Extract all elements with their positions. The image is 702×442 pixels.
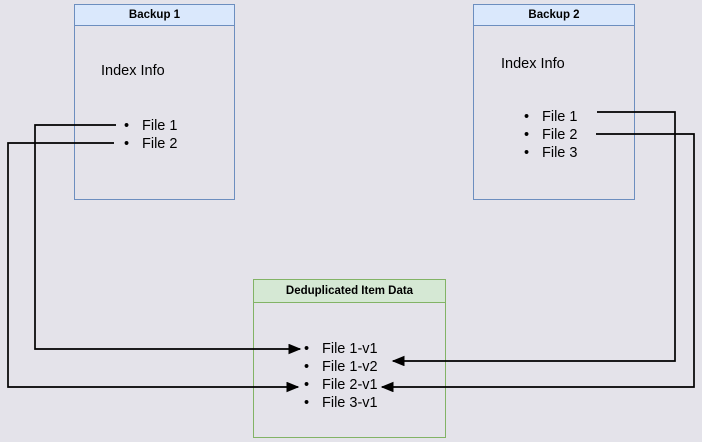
dedup-file-item: File 1-v1 bbox=[304, 340, 378, 358]
backup2-file-item: File 1 bbox=[524, 108, 577, 126]
backup1-title: Backup 1 bbox=[75, 5, 234, 26]
dedup-title: Deduplicated Item Data bbox=[254, 280, 445, 303]
backup1-file-list: File 1 File 2 bbox=[124, 117, 177, 153]
dedup-file-item: File 1-v2 bbox=[304, 358, 378, 376]
backup1-file-item: File 2 bbox=[124, 135, 177, 153]
backup2-file-list: File 1 File 2 File 3 bbox=[524, 108, 577, 162]
backup1-index-info-label: Index Info bbox=[101, 63, 165, 79]
dedup-file-item: File 3-v1 bbox=[304, 394, 378, 412]
backup1-file-item: File 1 bbox=[124, 117, 177, 135]
dedup-box: Deduplicated Item Data File 1-v1 File 1-… bbox=[253, 279, 446, 438]
backup2-title: Backup 2 bbox=[474, 5, 634, 26]
backup2-index-info-label: Index Info bbox=[501, 56, 565, 72]
backup2-file-item: File 2 bbox=[524, 126, 577, 144]
backup2-file-item: File 3 bbox=[524, 144, 577, 162]
dedup-file-item: File 2-v1 bbox=[304, 376, 378, 394]
dedup-file-list: File 1-v1 File 1-v2 File 2-v1 File 3-v1 bbox=[304, 340, 378, 412]
backup1-box: Backup 1 Index Info File 1 File 2 bbox=[74, 4, 235, 200]
backup2-box: Backup 2 Index Info File 1 File 2 File 3 bbox=[473, 4, 635, 200]
